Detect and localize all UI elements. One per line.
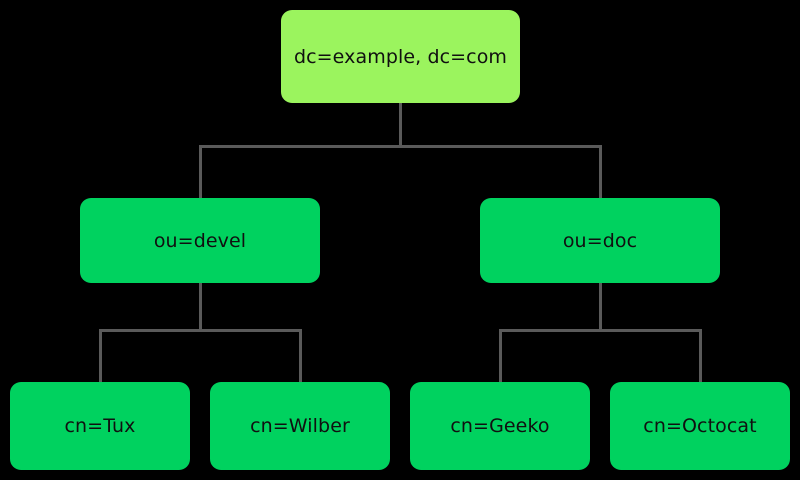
connector-ou-doc-stem (599, 283, 602, 331)
connector-ou-devel-to-cn-tux (99, 329, 102, 384)
connector-root-to-ou-devel (199, 145, 202, 200)
node-root-dc[interactable]: dc=example, dc=com (281, 10, 520, 103)
node-ou-doc[interactable]: ou=doc (480, 198, 720, 283)
connector-root-to-ou-doc (599, 145, 602, 200)
node-cn-tux[interactable]: cn=Tux (10, 382, 190, 470)
connector-root-bus (199, 145, 602, 148)
node-ou-devel[interactable]: ou=devel (80, 198, 320, 283)
node-cn-geeko[interactable]: cn=Geeko (410, 382, 590, 470)
connector-ou-devel-bus (99, 329, 302, 332)
connector-ou-devel-to-cn-wilber (299, 329, 302, 384)
node-cn-octocat[interactable]: cn=Octocat (610, 382, 790, 470)
connector-ou-doc-to-cn-geeko (499, 329, 502, 384)
node-cn-wilber[interactable]: cn=Wilber (210, 382, 390, 470)
connector-root-stem (399, 103, 402, 148)
connector-ou-devel-stem (199, 283, 202, 331)
connector-ou-doc-bus (499, 329, 702, 332)
connector-ou-doc-to-cn-octocat (699, 329, 702, 384)
